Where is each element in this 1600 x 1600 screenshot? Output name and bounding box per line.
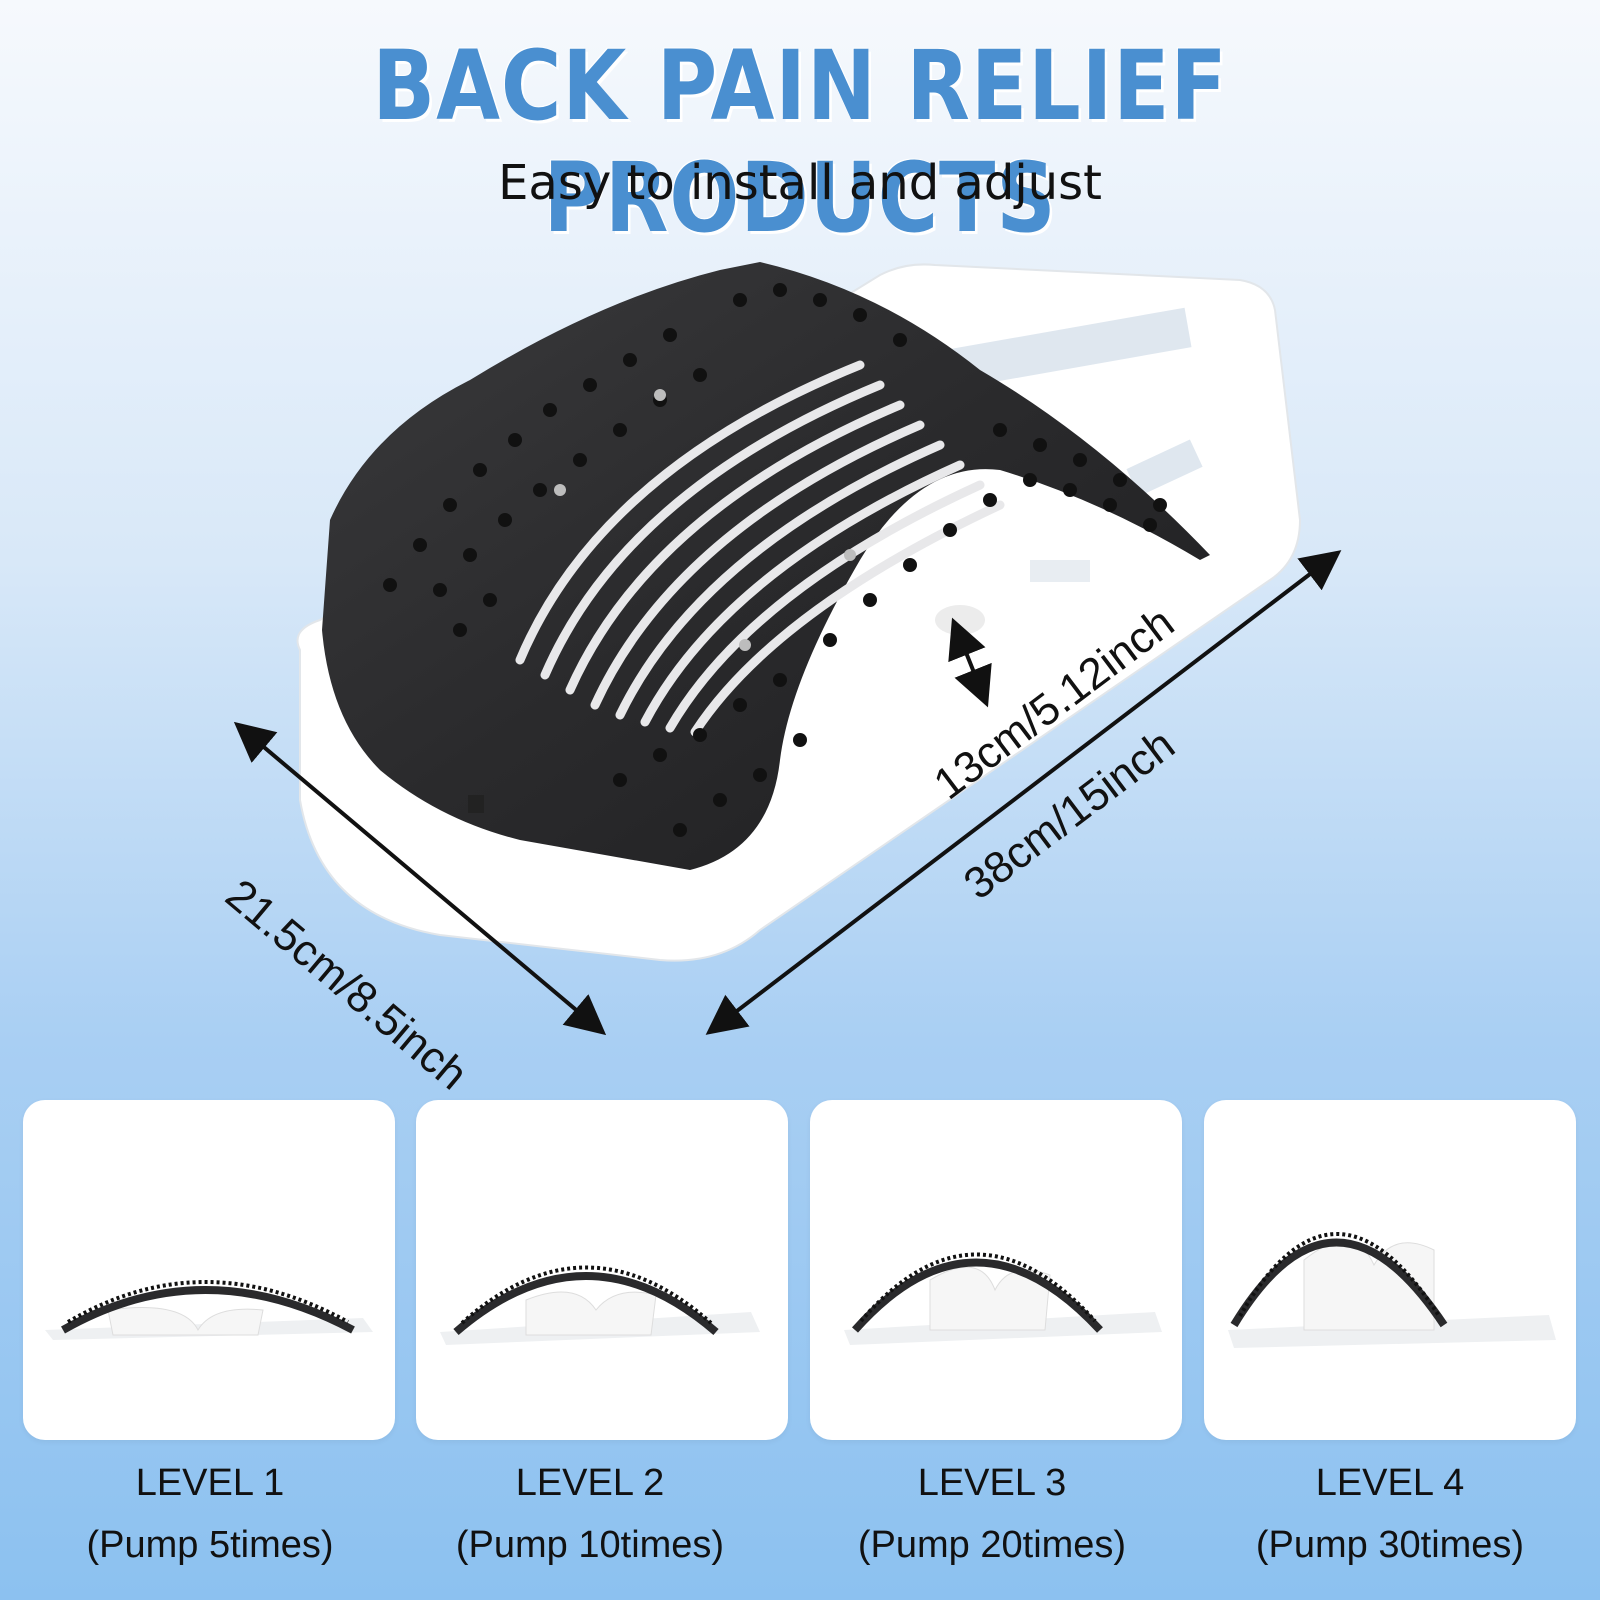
level-4-pump-count: (Pump 30times) [1255, 1524, 1525, 1566]
height-arrow [948, 617, 992, 708]
length-arrow [705, 550, 1342, 1035]
back-stretcher-product-image [233, 262, 1342, 1036]
level-4-stretcher-image [1228, 1232, 1556, 1348]
level-2-card [416, 1100, 788, 1440]
level-4-card [1204, 1100, 1576, 1440]
level-1-stretcher-image [45, 1280, 373, 1340]
pad-slots [515, 360, 1005, 737]
level-2-label: LEVEL 2 [515, 1462, 665, 1504]
level-3-stretcher-image [844, 1252, 1162, 1345]
level-1-label: LEVEL 1 [135, 1462, 285, 1504]
level-2-pump-count: (Pump 10times) [455, 1524, 725, 1566]
level-1-card [23, 1100, 395, 1440]
level-3-card [810, 1100, 1182, 1440]
width-arrow [233, 721, 607, 1036]
page-title: BACK PAIN RELIEF PRODUCTS [372, 30, 1228, 254]
level-2-stretcher-image [440, 1265, 760, 1345]
page-subtitle: Easy to install and adjust [498, 155, 1102, 211]
level-1-pump-count: (Pump 5times) [86, 1524, 334, 1566]
level-3-pump-count: (Pump 20times) [857, 1524, 1127, 1566]
level-3-label: LEVEL 3 [917, 1462, 1067, 1504]
level-4-label: LEVEL 4 [1315, 1462, 1465, 1504]
